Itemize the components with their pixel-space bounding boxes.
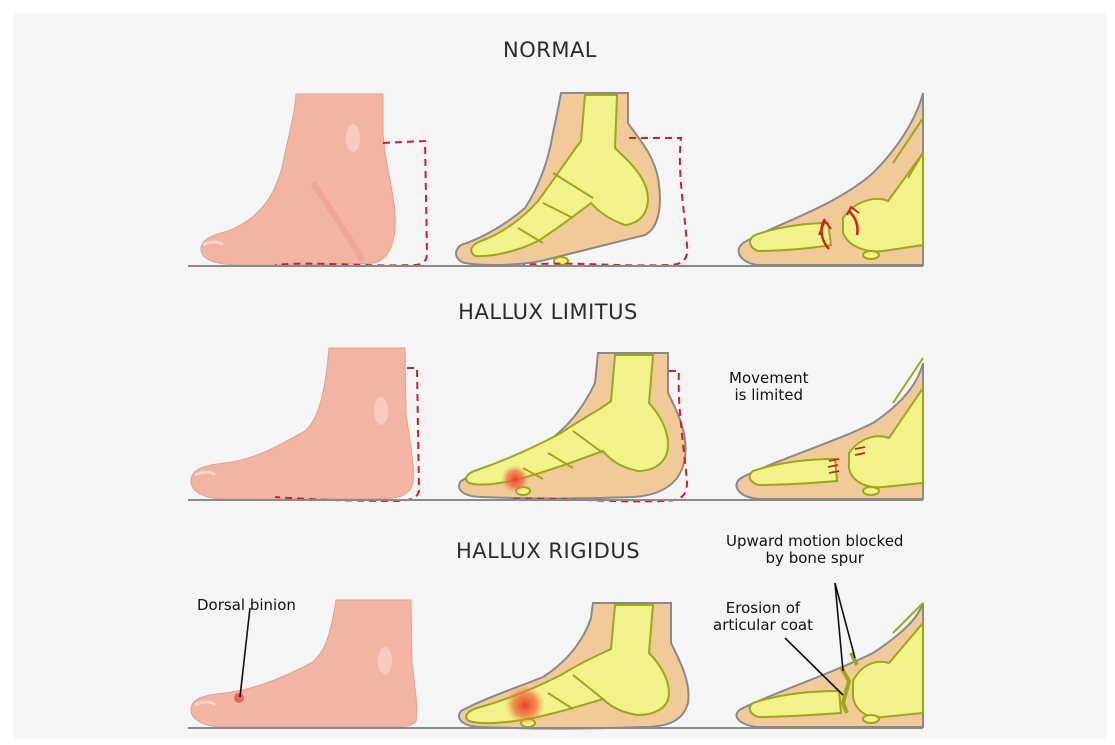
annotation-dorsal-binion: Dorsal binion	[197, 597, 296, 614]
annotation-dorsal-line1: Dorsal binion	[197, 597, 296, 614]
dorsal-binion-mark	[234, 693, 244, 703]
annotation-movement-limited: Movement is limited	[729, 370, 808, 404]
annotation-erosion: Erosion of articular coat	[713, 600, 813, 634]
annotation-movement-line2: is limited	[729, 387, 808, 404]
rigidus-bone-foot	[459, 603, 688, 729]
annotation-upward-line1: Upward motion blocked	[726, 533, 903, 550]
normal-joint-closeup	[739, 93, 923, 265]
foot-illustrations	[13, 13, 1107, 739]
limitus-skin-foot	[191, 348, 413, 499]
annotation-upward-line2: by bone spur	[726, 550, 903, 567]
diagram-canvas: NORMAL HALLUX LIMITUS HALLUX RIGIDUS	[13, 13, 1107, 739]
annotation-erosion-line2: articular coat	[713, 617, 813, 634]
rigidus-skin-foot	[191, 600, 417, 727]
normal-skin-foot	[201, 94, 395, 265]
annotation-movement-line1: Movement	[729, 370, 808, 387]
rigidus-inflammation	[505, 685, 545, 725]
normal-bone-foot	[456, 93, 660, 265]
limitus-bone-foot	[459, 353, 685, 499]
annotation-erosion-line1: Erosion of	[713, 600, 813, 617]
limitus-inflammation	[501, 465, 529, 493]
leader-dorsal-binion	[240, 608, 250, 697]
annotation-upward-motion: Upward motion blocked by bone spur	[726, 533, 903, 567]
